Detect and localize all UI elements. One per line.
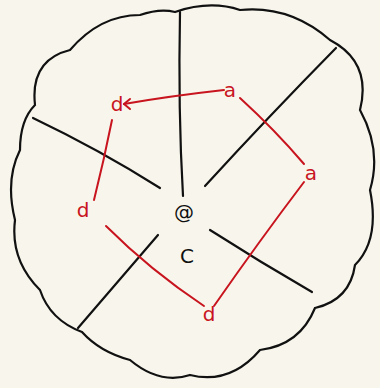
face-letter: d <box>203 304 216 324</box>
face-letter: a <box>305 163 317 183</box>
face-letter: d <box>77 200 90 220</box>
center-letter: C <box>180 246 194 266</box>
spokes <box>33 12 336 328</box>
wavy-boundary <box>11 5 374 377</box>
center-mark: @ <box>174 202 194 222</box>
red-links <box>94 90 304 306</box>
face-letter: a <box>224 80 236 100</box>
face-letter: d <box>111 94 124 114</box>
